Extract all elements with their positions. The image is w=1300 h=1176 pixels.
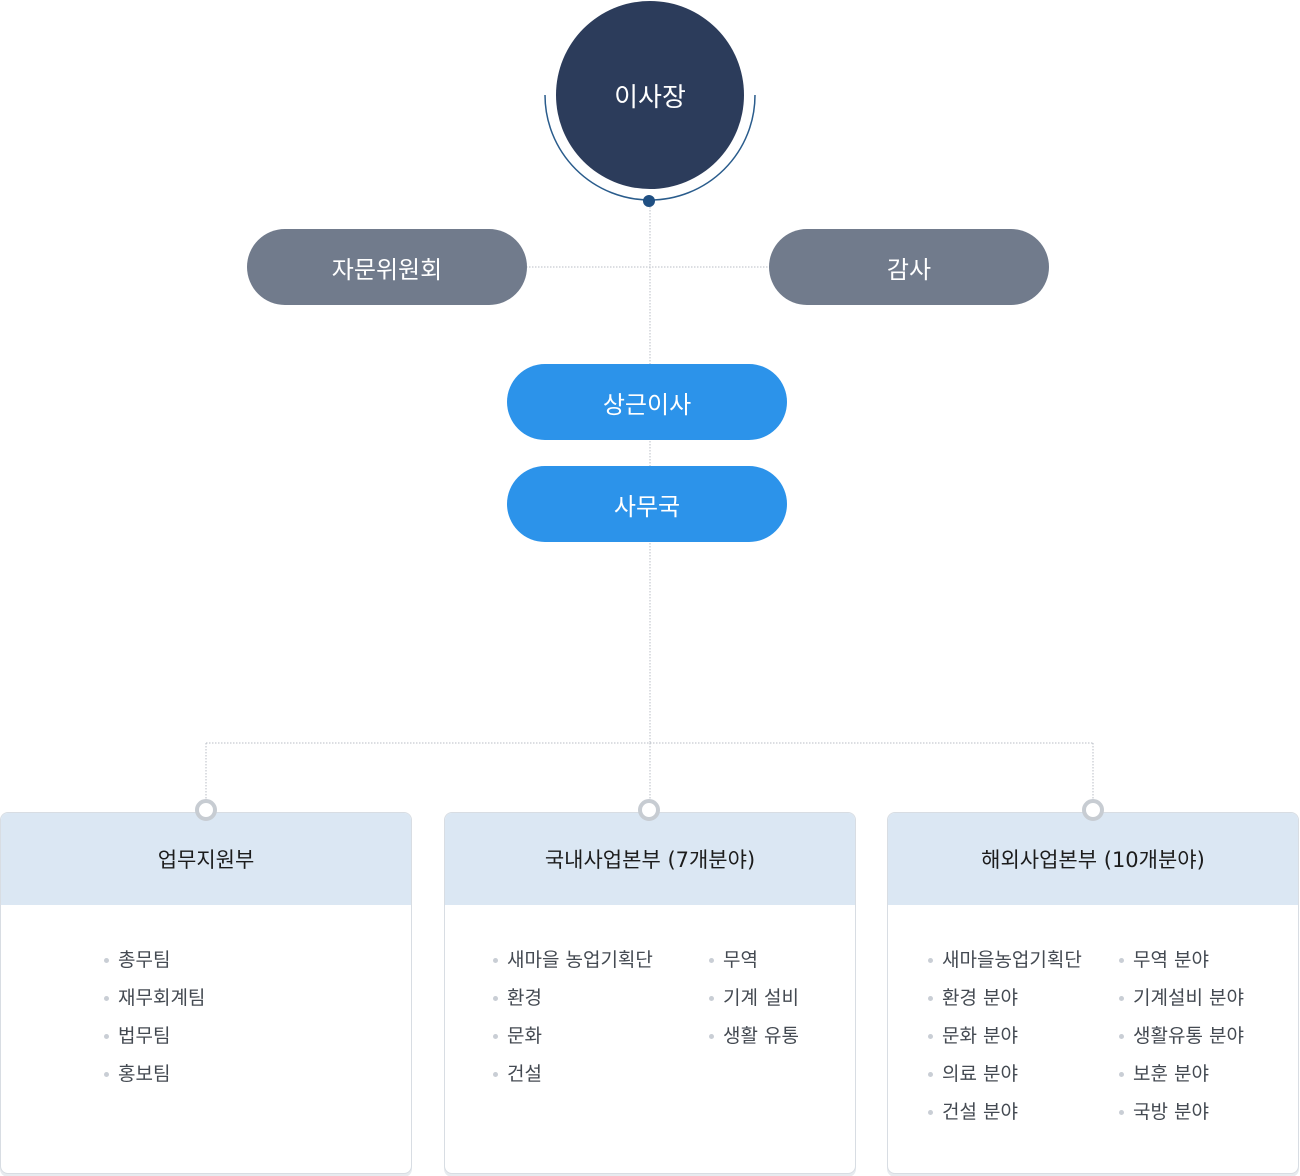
domestic-connector-ring: [638, 799, 660, 821]
advisory-committee-node: 자문위원회: [247, 229, 527, 305]
list-item: 새마을농업기획단: [928, 946, 1082, 984]
list-item-label: 기계설비 분야: [1133, 987, 1244, 1009]
bullet-icon: [104, 958, 109, 963]
list-item-label: 무역 분야: [1133, 949, 1209, 971]
panel-header: 업무지원부: [1, 813, 411, 905]
bullet-icon: [928, 1110, 933, 1115]
list-item: 생활 유통: [709, 1022, 799, 1060]
panel-list-right: 무역 분야 기계설비 분야 생활유통 분야 보훈 분야 국방 분야: [1119, 946, 1244, 1136]
list-item: 재무회계팀: [104, 984, 205, 1022]
list-item-label: 환경: [507, 987, 542, 1009]
panel-body: 새마을 농업기획단 환경 문화 건설 무역 기계 설비 생활 유통: [445, 905, 855, 1173]
list-item: 무역 분야: [1119, 946, 1244, 984]
support-connector-ring: [195, 799, 217, 821]
bullet-icon: [1119, 1072, 1124, 1077]
bullet-icon: [928, 1072, 933, 1077]
bullet-icon: [1119, 996, 1124, 1001]
list-item-label: 재무회계팀: [118, 987, 206, 1009]
chairman-node: 이사장: [556, 1, 744, 189]
list-item: 홍보팀: [104, 1060, 205, 1098]
list-item-label: 새마을 농업기획단: [507, 949, 653, 971]
panel-title: 업무지원부: [157, 848, 255, 872]
secretariat-node: 사무국: [507, 466, 787, 542]
list-item: 총무팀: [104, 946, 205, 984]
panel-header: 해외사업본부 (10개분야): [888, 813, 1298, 905]
list-item: 새마을 농업기획단: [493, 946, 653, 984]
domestic-business-panel: 국내사업본부 (7개분야) 새마을 농업기획단 환경 문화 건설 무역 기계 설…: [444, 812, 856, 1174]
bullet-icon: [928, 996, 933, 1001]
standing-director-label: 상근이사: [602, 390, 692, 419]
bullet-icon: [1119, 958, 1124, 963]
list-item: 건설: [493, 1060, 653, 1098]
bullet-icon: [709, 996, 714, 1001]
bullet-icon: [493, 1034, 498, 1039]
bullet-icon: [928, 1034, 933, 1039]
list-item-label: 보훈 분야: [1133, 1063, 1209, 1085]
bullet-icon: [928, 958, 933, 963]
bullet-icon: [104, 1072, 109, 1077]
list-item: 기계 설비: [709, 984, 799, 1022]
list-item-label: 건설 분야: [942, 1101, 1018, 1123]
panel-list-left: 새마을 농업기획단 환경 문화 건설: [493, 946, 653, 1098]
list-item: 환경: [493, 984, 653, 1022]
list-item-label: 무역: [723, 949, 758, 971]
bullet-icon: [1119, 1034, 1124, 1039]
list-item-label: 새마을농업기획단: [942, 949, 1082, 971]
list-item: 건설 분야: [928, 1098, 1082, 1136]
bullet-icon: [493, 958, 498, 963]
audit-label: 감사: [886, 255, 932, 284]
panel-body: 새마을농업기획단 환경 분야 문화 분야 의료 분야 건설 분야 무역 분야 기…: [888, 905, 1298, 1173]
list-item-label: 법무팀: [118, 1025, 171, 1047]
list-item-label: 문화: [507, 1025, 542, 1047]
overseas-business-panel: 해외사업본부 (10개분야) 새마을농업기획단 환경 분야 문화 분야 의료 분…: [887, 812, 1299, 1174]
panel-body: 총무팀 재무회계팀 법무팀 홍보팀: [1, 905, 411, 1173]
business-support-panel: 업무지원부 총무팀 재무회계팀 법무팀 홍보팀: [0, 812, 412, 1174]
list-item-label: 문화 분야: [942, 1025, 1018, 1047]
panel-header: 국내사업본부 (7개분야): [445, 813, 855, 905]
list-item: 무역: [709, 946, 799, 984]
panel-title: 해외사업본부 (10개분야): [981, 848, 1205, 872]
bullet-icon: [104, 996, 109, 1001]
list-item: 국방 분야: [1119, 1098, 1244, 1136]
list-item-label: 국방 분야: [1133, 1101, 1209, 1123]
list-item-label: 환경 분야: [942, 987, 1018, 1009]
list-item: 생활유통 분야: [1119, 1022, 1244, 1060]
bullet-icon: [1119, 1110, 1124, 1115]
panel-list: 총무팀 재무회계팀 법무팀 홍보팀: [104, 946, 205, 1098]
list-item-label: 기계 설비: [723, 987, 799, 1009]
chairman-label: 이사장: [614, 82, 686, 113]
list-item-label: 총무팀: [118, 949, 171, 971]
panel-list-right: 무역 기계 설비 생활 유통: [709, 946, 799, 1060]
overseas-connector-ring: [1082, 799, 1104, 821]
bullet-icon: [493, 996, 498, 1001]
list-item: 기계설비 분야: [1119, 984, 1244, 1022]
list-item: 문화 분야: [928, 1022, 1082, 1060]
list-item: 의료 분야: [928, 1060, 1082, 1098]
panel-list-left: 새마을농업기획단 환경 분야 문화 분야 의료 분야 건설 분야: [928, 946, 1082, 1136]
list-item: 보훈 분야: [1119, 1060, 1244, 1098]
list-item-label: 생활유통 분야: [1133, 1025, 1244, 1047]
list-item-label: 생활 유통: [723, 1025, 799, 1047]
top-anchor-dot: [643, 195, 655, 207]
panel-title: 국내사업본부 (7개분야): [544, 848, 756, 872]
bullet-icon: [709, 1034, 714, 1039]
bullet-icon: [104, 1034, 109, 1039]
advisory-committee-label: 자문위원회: [331, 255, 443, 284]
standing-director-node: 상근이사: [507, 364, 787, 440]
list-item-label: 건설: [507, 1063, 542, 1085]
list-item: 환경 분야: [928, 984, 1082, 1022]
bullet-icon: [709, 958, 714, 963]
audit-node: 감사: [769, 229, 1049, 305]
bullet-icon: [493, 1072, 498, 1077]
list-item: 문화: [493, 1022, 653, 1060]
list-item-label: 의료 분야: [942, 1063, 1018, 1085]
list-item: 법무팀: [104, 1022, 205, 1060]
secretariat-label: 사무국: [613, 492, 681, 521]
list-item-label: 홍보팀: [118, 1063, 171, 1085]
